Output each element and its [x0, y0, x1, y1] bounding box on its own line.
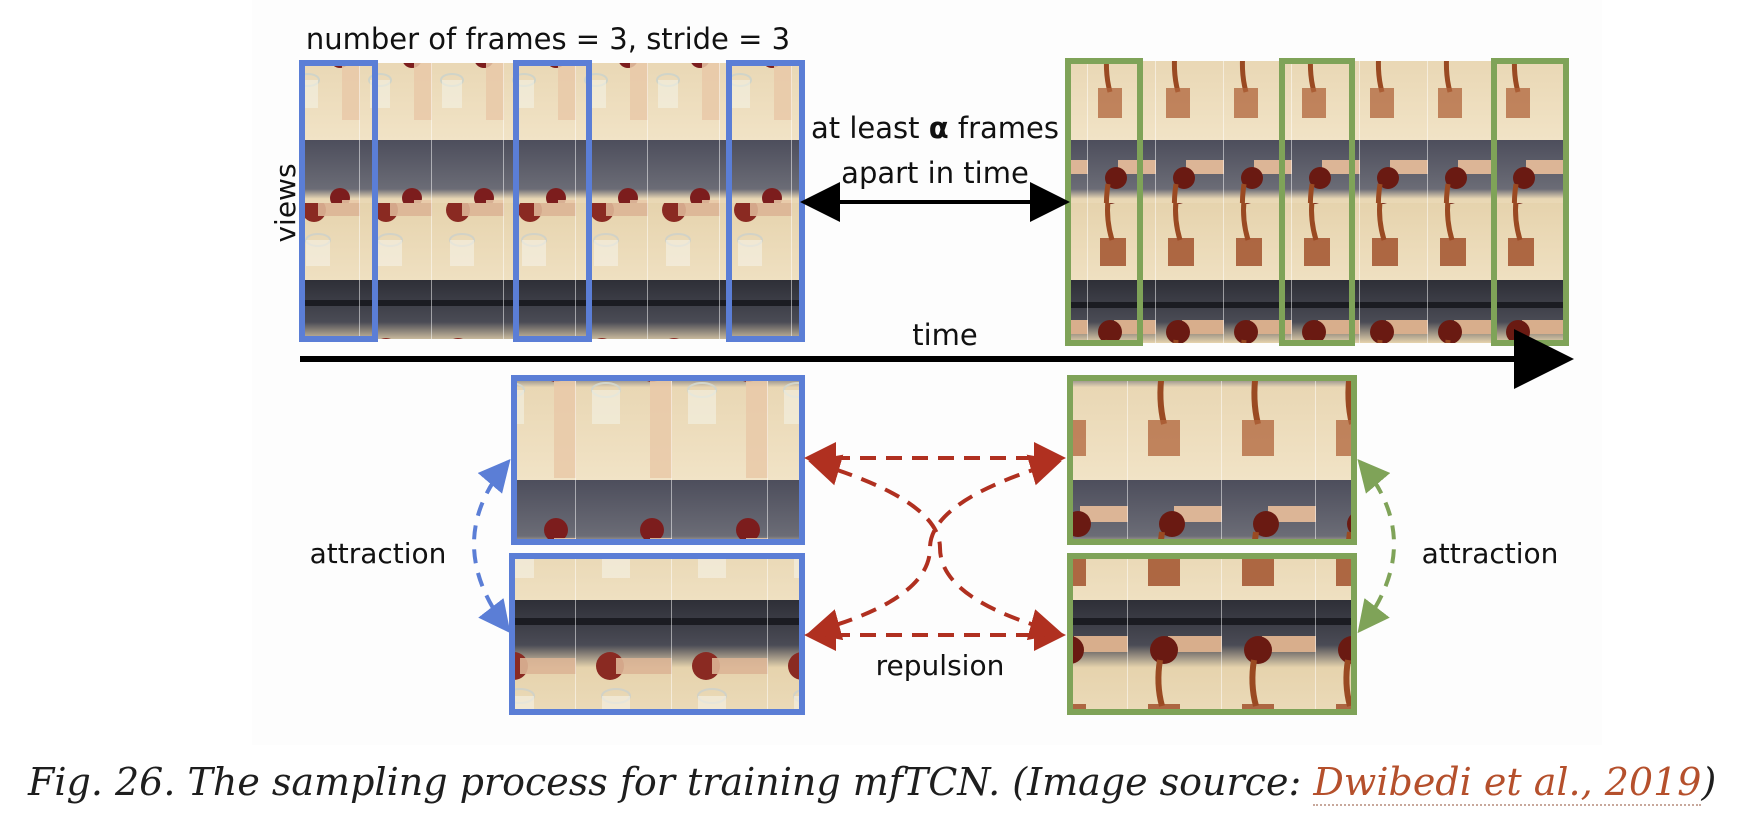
repulsion-arrow-cross-up	[808, 454, 1062, 641]
blue-anchor-view1	[511, 375, 805, 545]
right-strip-view1	[1068, 61, 1566, 203]
gap-label-line1: at least α frames	[811, 111, 1059, 145]
views-label: views	[269, 163, 302, 242]
source-link[interactable]: Dwibedi et al., 2019	[1313, 760, 1702, 806]
gap-label-line2: apart in time	[841, 156, 1029, 190]
blue-anchor-view2	[509, 553, 805, 715]
green-attraction-arrow	[1357, 458, 1396, 634]
right-frame-strip	[1068, 61, 1566, 343]
caption-suffix: )	[1701, 760, 1717, 804]
green-negative-view2	[1067, 553, 1357, 715]
repulsion-label: repulsion	[876, 649, 1005, 682]
right-strip-view2	[1068, 203, 1566, 343]
left-frame-strip	[302, 63, 802, 339]
attraction-left-label: attraction	[310, 537, 447, 570]
left-strip-view1	[302, 63, 802, 203]
caption-text: Fig. 26. The sampling process for traini…	[28, 760, 1314, 804]
frames-stride-label: number of frames = 3, stride = 3	[306, 22, 790, 56]
left-strip-view2	[302, 203, 802, 339]
time-label: time	[912, 318, 978, 352]
figure-caption: Fig. 26. The sampling process for traini…	[28, 752, 1728, 812]
alpha-symbol: α	[929, 111, 949, 145]
attraction-right-label: attraction	[1422, 537, 1559, 570]
blue-sample-box-1	[299, 60, 378, 342]
green-negative-view1	[1067, 375, 1357, 545]
blue-sample-box-2	[513, 60, 592, 342]
green-sample-box-2	[1279, 58, 1355, 346]
blue-attraction-arrow	[472, 458, 511, 634]
